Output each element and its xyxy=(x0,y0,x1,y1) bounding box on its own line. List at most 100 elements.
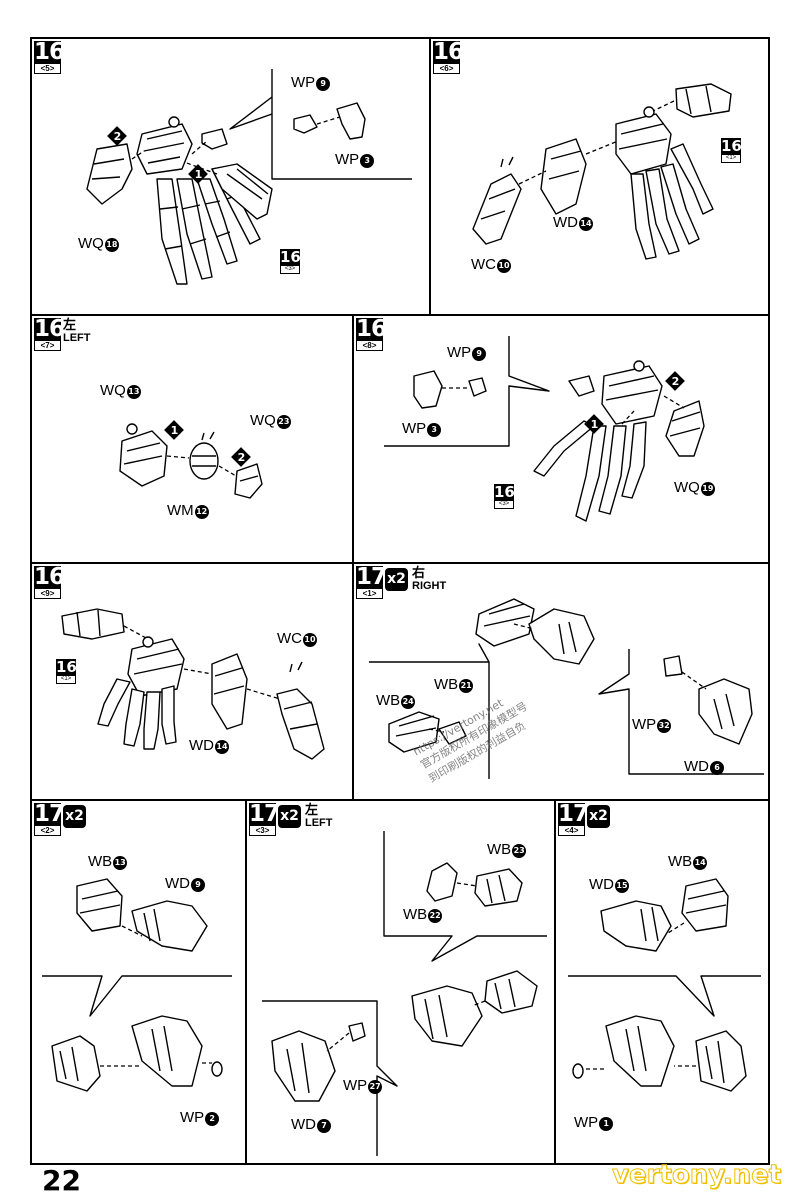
part-number: 3 xyxy=(360,154,375,168)
part-code: WP xyxy=(402,420,427,437)
part-code: WB xyxy=(88,853,113,870)
part-number: 14 xyxy=(579,217,593,231)
sequence-marker: 1 xyxy=(188,164,208,184)
sequence-number: 2 xyxy=(671,375,680,388)
sequence-marker: 2 xyxy=(665,371,685,391)
assembly-illustration xyxy=(568,878,761,1092)
part-code: WP xyxy=(632,716,657,733)
step-badge: 16 <9> xyxy=(34,566,65,599)
part-code: WD xyxy=(553,214,578,231)
side-label-zh: 左 xyxy=(63,318,77,333)
part-number: 7 xyxy=(317,1119,331,1133)
part-number: 24 xyxy=(401,695,416,709)
part-code: WP xyxy=(180,1109,205,1126)
part-code: WQ xyxy=(674,479,700,496)
quantity-multiplier-badge: x2 xyxy=(385,568,408,591)
part-code: WD xyxy=(189,737,214,754)
step-number: 16 xyxy=(433,39,464,65)
side-indicator: 左 LEFT xyxy=(63,319,91,345)
part-number: 13 xyxy=(126,385,141,399)
side-indicator: 左 LEFT xyxy=(305,804,333,830)
part-number: 9 xyxy=(191,878,205,892)
reference-step-badge: 16 <3> xyxy=(494,483,515,509)
part-number: 22 xyxy=(428,909,443,923)
panel-step-16-5: 16 <5> xyxy=(30,37,431,316)
reference-substep: <3> xyxy=(494,501,514,509)
reference-substep: <1> xyxy=(721,155,741,163)
assembly-illustration xyxy=(472,83,732,260)
step-number: 16 xyxy=(356,316,387,342)
step-number: 17 xyxy=(34,801,65,827)
quantity-multiplier-badge: x2 xyxy=(63,805,86,828)
reference-step-badge: 16 <1> xyxy=(721,137,742,163)
part-number: 10 xyxy=(303,633,317,647)
sequence-marker: 1 xyxy=(584,414,604,434)
watermark-text: https://vertony.net 官方版权所有印象模型号 到印刷版权的利益… xyxy=(411,687,538,786)
part-number: 23 xyxy=(276,415,291,429)
assembly-illustration xyxy=(119,423,263,499)
step-badge: 17 <3> xyxy=(249,803,280,836)
part-number: 14 xyxy=(693,856,708,870)
part-number: 3 xyxy=(427,423,442,437)
reference-step-number: 16 xyxy=(280,248,301,266)
step-number: 17 xyxy=(558,801,589,827)
sequence-marker: 1 xyxy=(164,420,184,440)
part-number: 15 xyxy=(615,879,629,893)
quantity-multiplier-badge: x2 xyxy=(587,805,610,828)
side-indicator: 右 RIGHT xyxy=(412,567,446,593)
part-code: WD xyxy=(684,758,709,775)
part-number: 19 xyxy=(700,482,715,496)
part-number: 18 xyxy=(104,238,119,252)
reference-step-badge: 16 <1> xyxy=(56,659,77,684)
part-code: WP xyxy=(343,1077,368,1094)
step-substep: <3> xyxy=(249,826,276,836)
step-substep: <5> xyxy=(34,64,61,74)
quantity-multiplier-badge: x2 xyxy=(278,805,301,828)
sequence-marker: 2 xyxy=(107,126,127,146)
step-substep: <9> xyxy=(34,589,61,599)
part-code: WM xyxy=(167,502,194,519)
step-substep: <7> xyxy=(34,341,61,351)
step-substep: <1> xyxy=(356,589,383,599)
site-watermark: vertony.net xyxy=(611,1160,782,1191)
part-number: 23 xyxy=(512,844,527,858)
reference-step-number: 16 xyxy=(494,483,515,501)
part-code: WQ xyxy=(78,235,104,252)
step-badge: 17 <4> xyxy=(558,801,589,836)
part-code: WP xyxy=(447,344,472,361)
part-code: WD xyxy=(291,1116,316,1133)
sequence-number: 1 xyxy=(170,424,179,437)
part-number: 9 xyxy=(472,347,487,361)
step-substep: <2> xyxy=(34,826,61,836)
sequence-number: 1 xyxy=(590,418,599,431)
part-number: 32 xyxy=(657,719,672,733)
side-label-en: LEFT xyxy=(305,817,333,829)
assembly-illustration xyxy=(86,69,412,285)
part-code: WD xyxy=(589,876,614,893)
reference-step-number: 16 xyxy=(721,137,742,155)
part-number: 27 xyxy=(368,1080,383,1094)
part-code: WP xyxy=(291,74,316,91)
